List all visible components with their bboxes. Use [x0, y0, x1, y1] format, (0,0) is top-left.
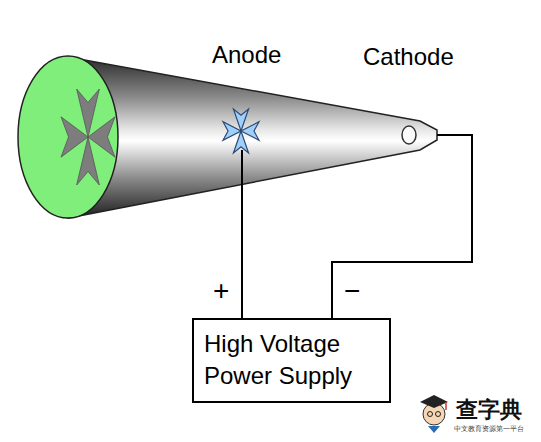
polarity-sign: − — [344, 276, 360, 307]
cathode-wire — [332, 135, 472, 318]
anode-wire — [241, 150, 243, 318]
part-label: Cathode — [363, 44, 454, 70]
cathode-electrode — [402, 126, 416, 144]
anode-cross-shape — [223, 109, 259, 153]
anode-cross — [223, 109, 259, 153]
part-label: Anode — [212, 42, 281, 68]
fluorescent-screen — [18, 56, 118, 218]
watermark: 查字典 — [456, 398, 522, 422]
watermark: 中文教育资源第一平台 — [454, 425, 524, 433]
cross-shadow — [61, 89, 115, 185]
cross-shadow-shape — [61, 89, 115, 185]
watermark-icon — [420, 395, 448, 433]
polarity-sign: + — [213, 276, 229, 307]
box-text: High Voltage Power Supply — [204, 328, 379, 393]
tube-body — [68, 57, 437, 218]
power-supply-box: High Voltage Power Supply — [192, 318, 391, 403]
